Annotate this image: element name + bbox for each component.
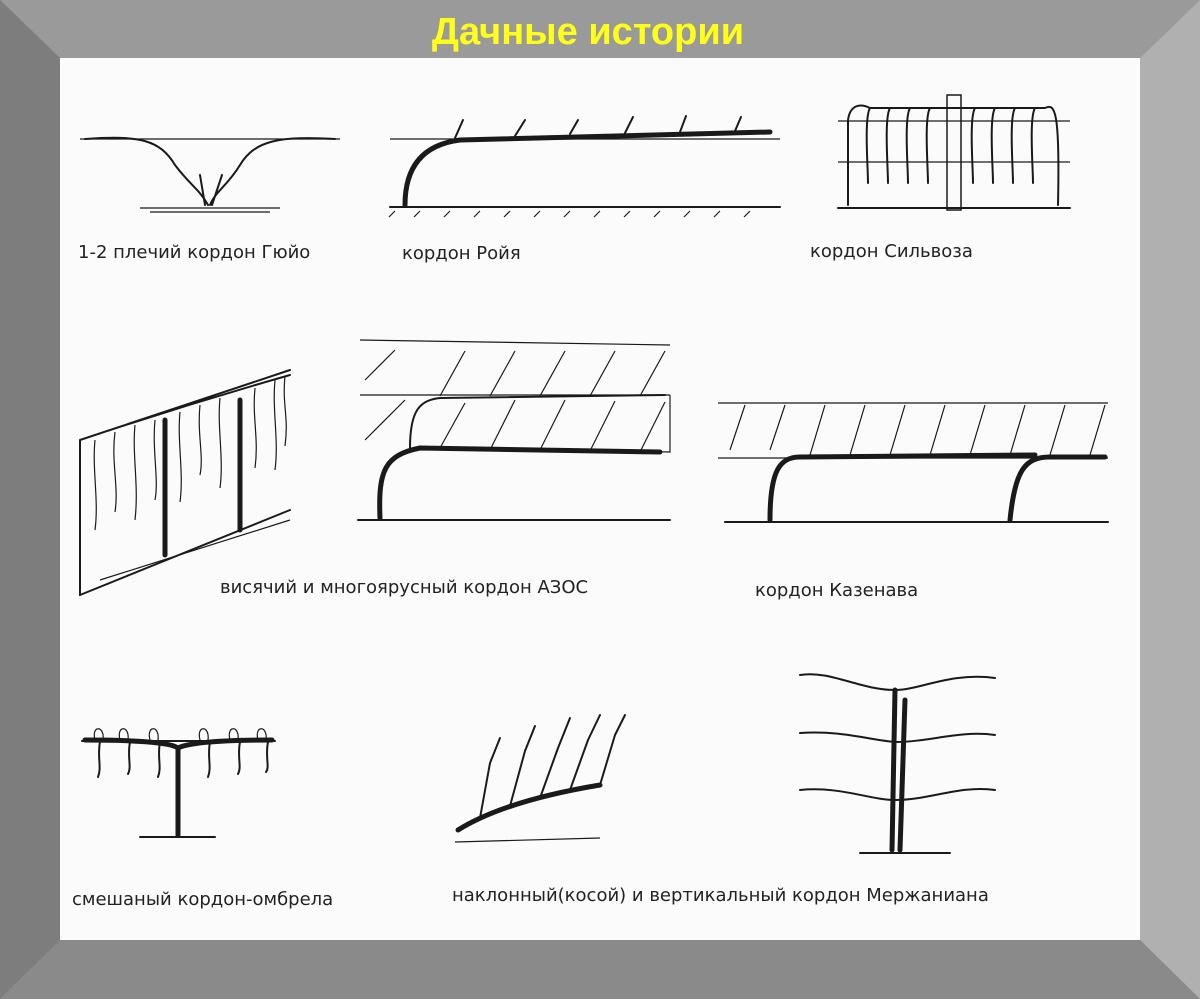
diagram-sylvoz xyxy=(837,94,1071,211)
frame-top xyxy=(0,0,1200,58)
diagram-umbrella xyxy=(81,728,276,838)
diagram-royat xyxy=(388,115,781,218)
frame-left xyxy=(0,0,60,999)
frame-bottom xyxy=(0,940,1200,999)
diagram-guyot xyxy=(80,136,340,213)
label-azos: висячий и многоярусный кордон АЗОС xyxy=(220,577,588,598)
label-sylvoz: кордон Сильвоза xyxy=(810,241,973,262)
canvas xyxy=(60,58,1140,940)
diagram-vertical-merjanian xyxy=(799,673,996,854)
diagram-azos-hanging xyxy=(79,369,291,596)
label-royat: кордон Ройя xyxy=(402,243,521,264)
diagram-azos-multitier xyxy=(357,339,671,521)
label-cazenave: кордон Казенава xyxy=(755,580,918,601)
page-title: Дачные истории xyxy=(432,11,744,53)
label-guyot: 1-2 плечий кордон Гюйо xyxy=(78,242,310,263)
frame-right xyxy=(1140,0,1200,999)
diagram-cazenave xyxy=(718,402,1109,523)
diagram-oblique xyxy=(454,714,626,843)
label-umbrella: смешаный кордон-омбрела xyxy=(72,889,333,910)
label-oblique-vertical: наклонный(косой) и вертикальный кордон М… xyxy=(452,885,989,906)
